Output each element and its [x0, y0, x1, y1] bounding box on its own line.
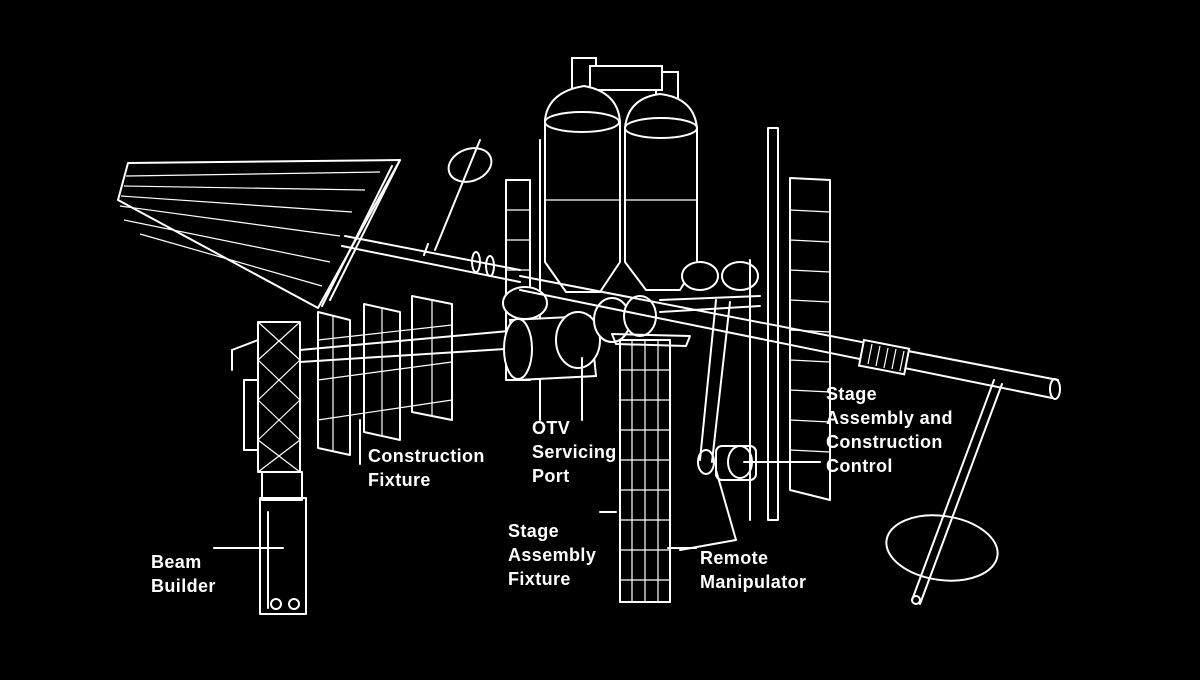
- label-line: Port: [532, 466, 570, 486]
- label-line: Construction: [368, 446, 485, 466]
- remote-manipulator-arm: [679, 299, 757, 551]
- label-line: Fixture: [368, 470, 431, 490]
- label-line: Control: [826, 456, 893, 476]
- label-line: Fixture: [508, 569, 571, 589]
- label-beam-builder: Beam Builder: [151, 550, 216, 598]
- label-line: Assembly and: [826, 408, 953, 428]
- right-mast-radiator: [749, 127, 831, 521]
- label-stage-assembly-fixture: Stage Assembly Fixture: [508, 519, 596, 591]
- solar-array-wing: [117, 159, 401, 309]
- label-line: Beam: [151, 552, 202, 572]
- left-boom: [341, 235, 521, 283]
- label-line: Assembly: [508, 545, 597, 565]
- label-line: Servicing: [532, 442, 617, 462]
- label-line: Construction: [826, 432, 943, 452]
- otv-tanks: [539, 57, 698, 421]
- leader-lines: [213, 357, 821, 549]
- central-hub: [502, 261, 761, 382]
- label-otv-servicing-port: OTV Servicing Port: [532, 416, 617, 488]
- stage-assembly-fixture-column: [611, 333, 691, 603]
- label-construction-fixture: Construction Fixture: [368, 444, 485, 492]
- label-line: Builder: [151, 576, 216, 596]
- upper-antenna: [434, 139, 493, 251]
- label-line: Remote: [700, 548, 769, 568]
- lower-antenna: [885, 379, 1003, 605]
- label-line: Manipulator: [700, 572, 807, 592]
- label-remote-manipulator: Remote Manipulator: [700, 546, 806, 594]
- label-line: OTV: [532, 418, 571, 438]
- label-line: Stage: [508, 521, 560, 541]
- construction-fixture-frames: [299, 295, 521, 456]
- label-line: Stage: [826, 384, 878, 404]
- label-stage-assembly-construction-control: Stage Assembly and Construction Control: [826, 382, 953, 478]
- beam-builder-structure: [231, 321, 307, 615]
